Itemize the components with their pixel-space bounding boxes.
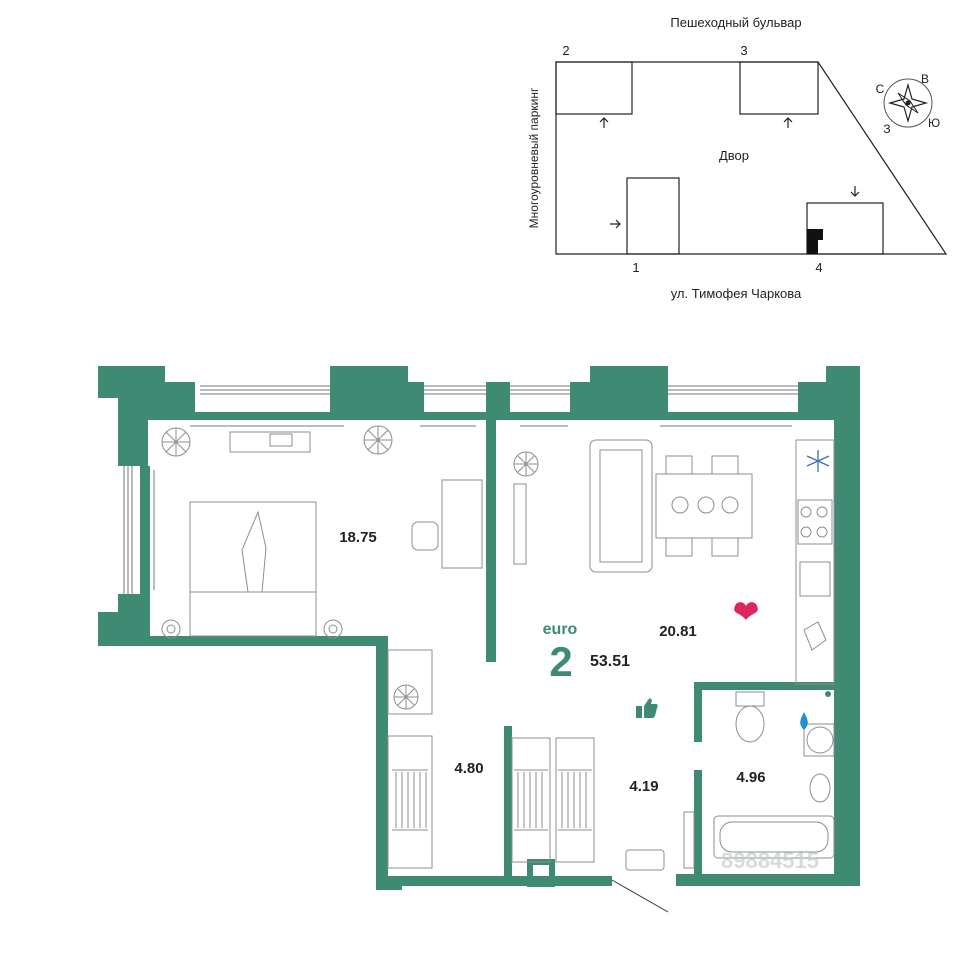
bedroom-area: 18.75 xyxy=(339,529,377,546)
courtyard-label: Двор xyxy=(719,148,749,163)
building-4 xyxy=(806,202,884,255)
arrow-right-icon xyxy=(610,219,621,229)
tv xyxy=(513,483,527,565)
entrance-door xyxy=(611,879,669,913)
bathroom-area: 4.96 xyxy=(736,769,765,786)
snowflake-icon xyxy=(806,450,830,472)
arrow-up-icon xyxy=(599,117,609,128)
compass-e-label: В xyxy=(921,72,929,86)
building-1 xyxy=(626,177,680,255)
section-label-2: 2 xyxy=(562,43,569,58)
shelf xyxy=(387,649,433,715)
section-label-4: 4 xyxy=(815,260,822,275)
bathtub xyxy=(713,815,835,859)
watermark: 89884515 xyxy=(721,848,819,873)
room-count-label: 2 xyxy=(549,638,572,685)
section-label-3: 3 xyxy=(740,43,747,58)
entrance-mat xyxy=(625,849,665,871)
section-label-1: 1 xyxy=(632,260,639,275)
site-boundary xyxy=(555,61,948,255)
street-left-label: Многоуровневый паркинг xyxy=(527,87,541,228)
street-bottom-label: ул. Тимофея Чаркова xyxy=(671,286,802,301)
compass-s-label: Ю xyxy=(928,116,940,130)
living-area: 20.81 xyxy=(659,623,697,640)
kitchen-counter xyxy=(795,439,835,685)
furniture xyxy=(161,425,835,913)
thumbs-up-icon xyxy=(636,698,658,718)
arrow-up-icon xyxy=(783,117,793,128)
dining-table xyxy=(655,473,753,539)
wardrobe xyxy=(511,737,551,863)
street-top-label: Пешеходный бульвар xyxy=(670,15,801,30)
hall-area: 4.80 xyxy=(454,760,483,777)
wardrobe xyxy=(555,737,595,863)
building-2 xyxy=(555,61,633,115)
water-drop-icon xyxy=(800,712,808,730)
bed xyxy=(189,501,317,637)
toilet xyxy=(735,705,765,743)
building-3 xyxy=(739,61,819,115)
arrow-down-icon xyxy=(850,186,860,197)
compass-n-label: С xyxy=(876,82,885,96)
windows xyxy=(123,385,798,594)
sink xyxy=(809,773,831,803)
corridor-area: 4.19 xyxy=(629,778,658,795)
apartment-location-marker xyxy=(807,229,823,254)
washing-machine xyxy=(806,726,834,754)
apartment-walls xyxy=(98,366,860,890)
wardrobe xyxy=(387,735,433,869)
compass-w-label: З xyxy=(883,122,890,136)
total-area-label: 53.51 xyxy=(590,653,630,670)
sofa xyxy=(589,439,653,573)
compass-icon xyxy=(883,78,933,128)
heart-icon xyxy=(734,602,758,620)
apartment-type-label: euro xyxy=(543,621,578,638)
desk xyxy=(441,479,483,569)
site-plan xyxy=(555,61,948,255)
